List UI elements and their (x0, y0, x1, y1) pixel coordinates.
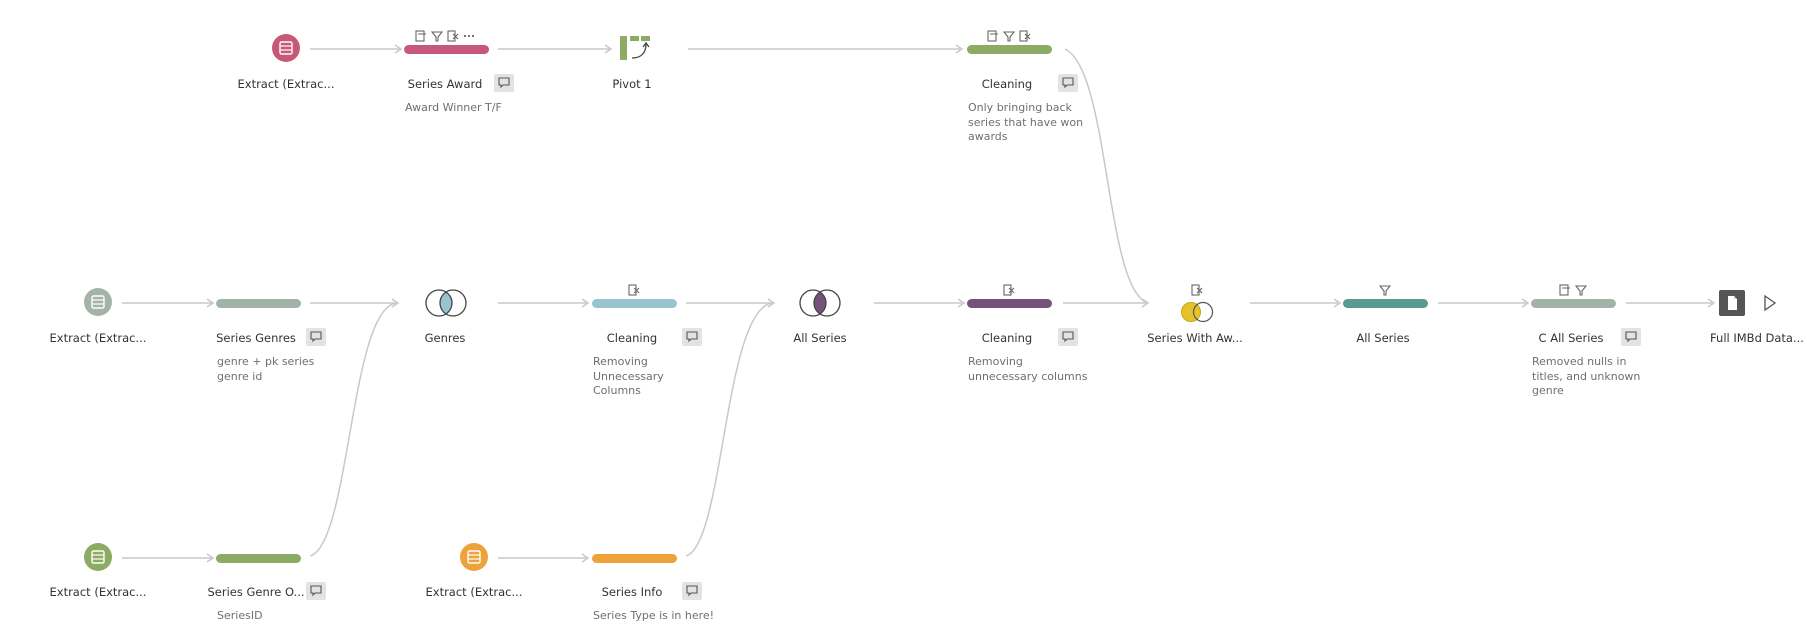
description-line: genre + pk series (217, 355, 315, 368)
step-description: Award Winner T/F (405, 101, 502, 114)
comment-icon (1062, 331, 1074, 343)
description-line: Removed nulls in (1532, 355, 1627, 368)
remove-column-icon (447, 30, 459, 42)
link-cleaning-top-to-series-with-awards (1064, 48, 1149, 304)
step-description: Removing unnecessary columns (968, 355, 1087, 384)
clean-step-bar[interactable] (967, 45, 1052, 54)
more-icon (463, 34, 475, 38)
clean-step-bar[interactable] (216, 299, 301, 308)
step-icons (1003, 283, 1015, 297)
comment-button[interactable] (306, 582, 326, 600)
database-icon (84, 543, 112, 571)
clean-step-bar[interactable] (1343, 299, 1428, 308)
node-label: Cleaning (606, 331, 658, 345)
link-series-info-to-all-series (685, 302, 773, 557)
step-icons (987, 29, 1031, 43)
output-icon (1719, 290, 1745, 316)
node-label: Pivot 1 (612, 77, 652, 91)
step-description: Removing Unnecessary Columns (593, 355, 664, 399)
node-label: All Series (1356, 331, 1410, 345)
step-description: genre + pk series genre id (217, 355, 314, 384)
comment-button[interactable] (682, 328, 702, 346)
step-description: SeriesID (217, 609, 263, 622)
comment-button[interactable] (682, 582, 702, 600)
comment-icon (1625, 331, 1637, 343)
join-icon (425, 289, 467, 317)
node-label: Full IMBd Data... (1710, 331, 1804, 345)
filter-icon (431, 31, 443, 42)
step-description: Only bringing back series that have won … (968, 101, 1083, 145)
node-label: C All Series (1538, 331, 1604, 345)
clean-step-bar[interactable] (967, 299, 1052, 308)
description-line: genre (1532, 384, 1564, 397)
clean-step-bar[interactable] (592, 299, 677, 308)
database-icon (460, 543, 488, 571)
description-line: Unnecessary (593, 369, 664, 383)
run-flow-button[interactable] (1762, 294, 1778, 312)
node-label: Genres (424, 331, 466, 345)
join-icon (799, 289, 841, 317)
comment-icon (686, 331, 698, 343)
node-label: Extract (Extrac... (49, 331, 147, 345)
remove-column-icon (1191, 284, 1203, 296)
clean-step-bar[interactable] (404, 45, 489, 54)
node-label: Series With Aw... (1147, 331, 1243, 345)
step-description: Series Type is in here! (593, 609, 715, 622)
description-line: genre id (217, 369, 263, 383)
comment-icon (310, 331, 322, 343)
description-line: unnecessary columns (968, 369, 1088, 383)
description-line: awards (968, 130, 1008, 143)
join-icon (1181, 301, 1214, 323)
node-label: Series Genres (216, 331, 296, 345)
filter-icon (1575, 285, 1587, 296)
description-line: Only bringing back (968, 101, 1072, 114)
database-icon (272, 34, 300, 62)
node-label: Extract (Extrac... (237, 77, 335, 91)
node-label: Series Award (407, 77, 483, 91)
comment-icon (686, 585, 698, 597)
filter-icon (1379, 285, 1391, 296)
remove-column-icon (628, 284, 640, 296)
node-label: Series Info (601, 585, 663, 599)
comment-button[interactable] (494, 74, 514, 92)
rename-icon (1559, 284, 1570, 296)
node-label: Extract (Extrac... (425, 585, 523, 599)
remove-column-icon (1003, 284, 1015, 296)
step-icons (1559, 283, 1587, 297)
filter-icon (1003, 31, 1015, 42)
step-icons (415, 29, 475, 43)
description-line: Columns (593, 384, 641, 397)
rename-icon (415, 30, 426, 42)
node-label: Series Genre O... (207, 585, 305, 599)
rename-icon (987, 30, 998, 42)
comment-button[interactable] (1058, 328, 1078, 346)
comment-button[interactable] (306, 328, 326, 346)
clean-step-bar[interactable] (592, 554, 677, 563)
description-line: Removing (968, 355, 1023, 368)
node-label: Cleaning (981, 331, 1033, 345)
description-line: titles, and unknown (1532, 369, 1641, 383)
step-icons (1379, 283, 1391, 297)
comment-icon (1062, 77, 1074, 89)
comment-icon (310, 585, 322, 597)
clean-step-bar[interactable] (216, 554, 301, 563)
comment-icon (498, 77, 510, 89)
node-label: Extract (Extrac... (49, 585, 147, 599)
node-label: All Series (793, 331, 847, 345)
pivot-icon (620, 36, 650, 60)
remove-column-icon (1019, 30, 1031, 42)
comment-button[interactable] (1621, 328, 1641, 346)
description-line: Removing (593, 355, 648, 368)
database-icon (84, 288, 112, 316)
description-line: series that have won (968, 115, 1084, 129)
node-label: Cleaning (981, 77, 1033, 91)
comment-button[interactable] (1058, 74, 1078, 92)
link-series-genre-o-to-genres (309, 302, 397, 557)
step-icons (1191, 283, 1203, 297)
clean-step-bar[interactable] (1531, 299, 1616, 308)
step-description: Removed nulls in titles, and unknown gen… (1532, 355, 1640, 399)
step-icons (628, 283, 640, 297)
